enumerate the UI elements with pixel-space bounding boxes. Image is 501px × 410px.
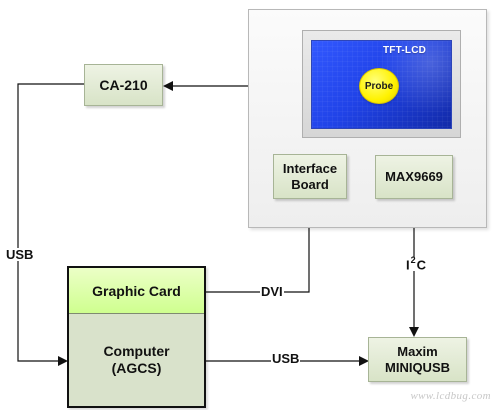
probe-label: Probe <box>364 80 394 92</box>
graphic-card-section: Graphic Card <box>69 268 204 314</box>
maxim-miniqusb-box: Maxim MINIQUSB <box>368 337 467 382</box>
computer-label-area: Computer (AGCS) <box>69 314 204 406</box>
ca210-label: CA-210 <box>99 76 148 93</box>
interface-board-box: Interface Board <box>273 154 347 199</box>
probe: Probe <box>359 68 399 104</box>
ca210-to-computer-usb-line <box>17 83 84 366</box>
usb-bottom-label: USB <box>271 351 301 366</box>
computer-label: Computer (AGCS) <box>103 342 170 377</box>
graphic-card-to-interface-board-line <box>206 198 314 293</box>
i2c-label: I2C <box>405 255 428 273</box>
i2c-superscript: 2 <box>410 255 416 265</box>
i2c-suffix: C <box>416 257 427 273</box>
usb-left-label: USB <box>5 247 35 262</box>
max9669-box: MAX9669 <box>375 155 453 199</box>
graphic-card-label: Graphic Card <box>92 282 181 299</box>
interface-board-label: Interface Board <box>282 160 338 192</box>
screen-label: TFT-LCD <box>383 45 427 56</box>
dvi-label: DVI <box>260 284 284 299</box>
i2c-prefix: I <box>406 257 410 273</box>
max9669-label: MAX9669 <box>385 169 443 185</box>
maxim-miniqusb-label: Maxim MINIQUSB <box>385 343 450 375</box>
watermark: www.lcdbug.com <box>410 390 491 402</box>
ca210-box: CA-210 <box>84 64 163 106</box>
